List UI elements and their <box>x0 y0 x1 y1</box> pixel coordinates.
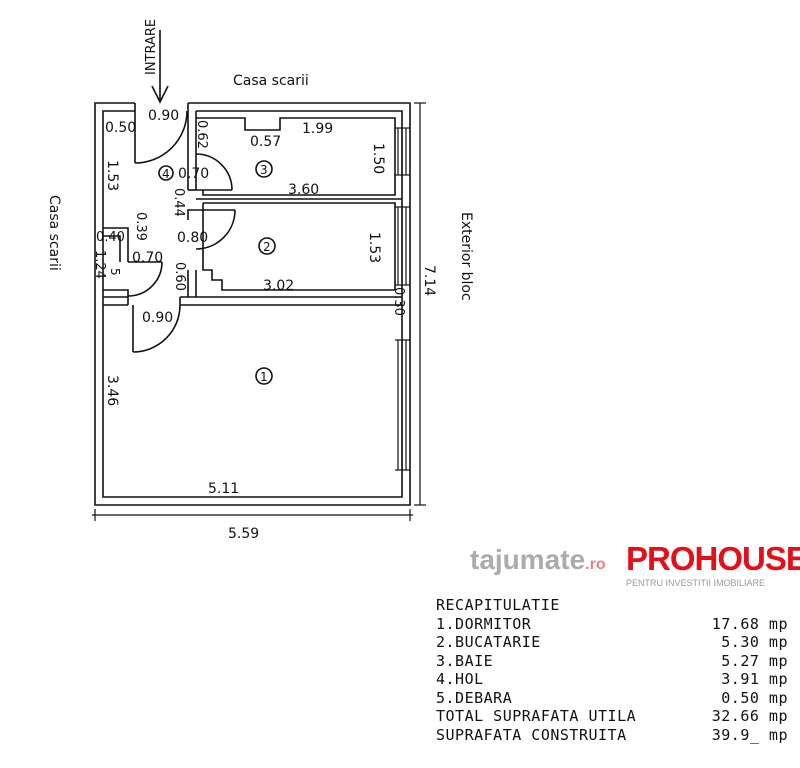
dim-bath-wall: 0.62 <box>194 120 209 149</box>
watermark-tagline: PENTRU INVESTITII IMOBILIARE <box>626 578 766 588</box>
recap-row: 5.DEBARA 0.50 mp <box>436 689 788 708</box>
entrance-label: INTRARE <box>144 19 159 75</box>
recap-row: 3.BAIE 5.27 mp <box>436 652 788 671</box>
recap-row-built: SUPRAFATA CONSTRUITA 39.9_ mp <box>436 726 788 745</box>
dim-bath-width: 1.50 <box>370 143 386 174</box>
dim-kitchen-width: 1.53 <box>366 232 382 263</box>
recap-table: RECAPITULATIE 1.DORMITOR 17.68 mp 2.BUCAT… <box>436 596 788 744</box>
dim-bedroom-length: 5.11 <box>208 481 239 497</box>
recap-value: 39.9_ mp <box>711 725 788 744</box>
dim-storage-left: 0.40 <box>96 230 125 245</box>
room-number-1: 1 <box>260 370 268 384</box>
entrance-arrow-icon <box>151 30 169 104</box>
recap-row: 4.HOL 3.91 mp <box>436 670 788 689</box>
walls <box>94 102 411 506</box>
recap-value: 5.30 mp <box>721 633 788 651</box>
dim-bath-niche: 0.57 <box>250 134 281 150</box>
recap-value: 3.91 mp <box>721 670 788 688</box>
recap-row-total: TOTAL SUPRAFATA UTILA 32.66 mp <box>436 707 788 726</box>
stairwell-top-label: Casa scarii <box>233 73 309 89</box>
dim-bedroom-door: 0.90 <box>142 310 173 326</box>
recap-label: 2.BUCATARIE <box>436 633 541 651</box>
recap-row: 2.BUCATARIE 5.30 mp <box>436 633 788 652</box>
dim-kitchen-length: 3.02 <box>263 278 294 294</box>
dim-entrance-door: 0.90 <box>148 108 179 124</box>
dim-hall-width: 1.53 <box>104 160 120 191</box>
watermark-tld: .ro <box>585 556 606 573</box>
doors <box>127 110 236 353</box>
stairwell-left-label: Casa scarii <box>46 195 62 271</box>
dim-bath-length: 3.60 <box>288 182 319 198</box>
recap-label: TOTAL SUPRAFATA UTILA <box>436 707 637 725</box>
dim-storage-wall: 0.39 <box>133 212 148 241</box>
dim-storage-door: 0.70 <box>132 250 163 266</box>
watermark-site: tajumate <box>470 544 586 575</box>
recap-value: 17.68 mp <box>711 614 788 633</box>
dim-total-depth: 7.14 <box>421 265 437 296</box>
recap-title: RECAPITULATIE <box>436 596 560 614</box>
dim-kitchen-door: 0.80 <box>177 230 208 246</box>
dim-bedroom-width: 3.46 <box>104 375 120 406</box>
dim-exterior-wall: 0.30 <box>391 287 406 316</box>
recap-value: 32.66 mp <box>711 707 788 725</box>
recap-label: 4.HOL <box>436 670 484 688</box>
recap-label: 5.DEBARA <box>436 688 513 707</box>
recap-label: SUPRAFATA CONSTRUITA <box>436 725 627 744</box>
dimension-lines <box>92 102 426 521</box>
room-number-2: 2 <box>263 240 271 254</box>
room-number-markers <box>158 160 276 385</box>
dim-total-width: 5.59 <box>228 526 259 542</box>
room-number-3: 3 <box>260 163 268 177</box>
room-number-4: 4 <box>162 167 170 181</box>
dim-storage-depth: 1.24 <box>92 250 107 279</box>
dim-bath-door: 0.70 <box>178 166 209 182</box>
recap-label: 3.BAIE <box>436 651 494 670</box>
dim-hall-wall: 0.44 <box>171 188 186 217</box>
recap-value: 0.50 mp <box>721 688 788 707</box>
recap-label: 1.DORMITOR <box>436 614 532 633</box>
exterior-label: Exterior bloc <box>458 212 474 301</box>
recap-value: 5.27 mp <box>721 651 788 670</box>
dim-kitchen-wall: 0.60 <box>172 262 187 291</box>
prohouse-logo: PROHOUSE <box>626 540 800 577</box>
dim-hall-top-left: 0.50 <box>105 120 136 136</box>
room-number-5: 5 <box>108 268 122 276</box>
site-watermark: tajumate.ro <box>470 544 606 576</box>
recap-row: 1.DORMITOR 17.68 mp <box>436 615 788 634</box>
windows <box>395 127 410 471</box>
dim-bath-length-top: 1.99 <box>302 121 333 137</box>
